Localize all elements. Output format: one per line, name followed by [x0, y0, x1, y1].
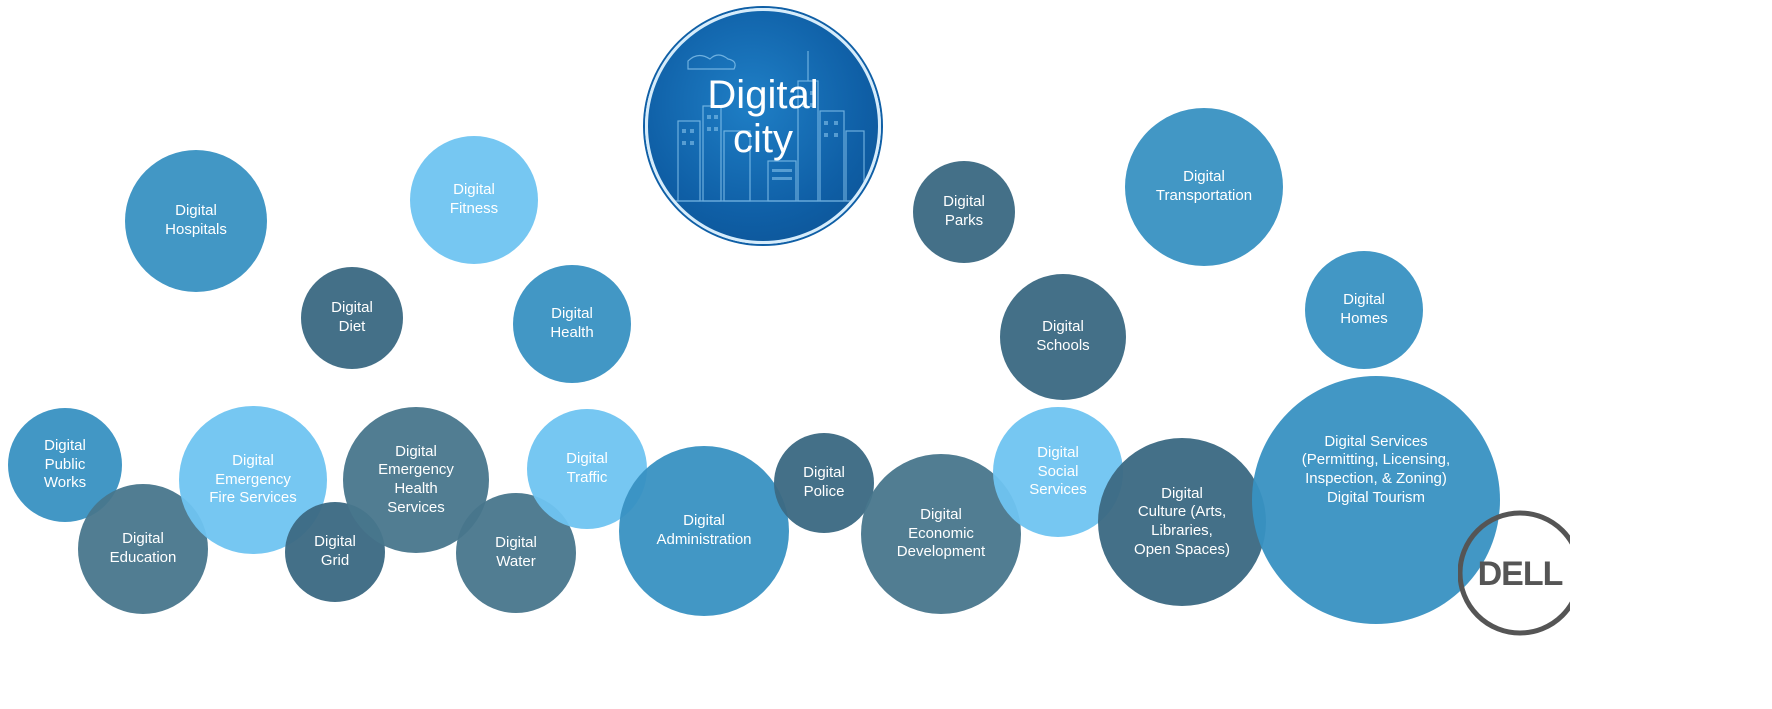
bubble-label: Digital Emergency Health Services — [378, 442, 454, 516]
bubble-label: Digital Economic Development — [896, 505, 986, 561]
bubble-label: Digital Diet — [331, 299, 373, 335]
bubble-label: Digital Services (Permitting, Licensing,… — [1301, 432, 1451, 506]
bubble-label: Digital Emergency Fire Services — [209, 451, 297, 507]
dell-logo-icon: DELL — [1458, 510, 1570, 636]
bubble-digital-hospitals: Digital Hospitals — [125, 150, 267, 292]
city-skyline-icon — [668, 51, 865, 202]
bubble-label: Digital Parks — [943, 193, 985, 229]
bubble-digital-schools: Digital Schools — [1000, 274, 1126, 400]
bubble-digital-administration: Digital Administration — [619, 446, 789, 616]
bubble-label: Digital Education — [109, 530, 177, 566]
bubble-digital-traffic: Digital Traffic — [527, 409, 647, 529]
bubble-digital-health: Digital Health — [513, 265, 631, 383]
bubble-digital-parks: Digital Parks — [913, 161, 1015, 263]
bubble-label: Digital Hospitals — [165, 202, 227, 238]
bubble-label: Digital Health — [550, 305, 594, 341]
bubble-label: Digital Water — [495, 534, 537, 570]
digital-city-hub: Digital city — [645, 8, 881, 244]
bubble-digital-homes: Digital Homes — [1305, 251, 1423, 369]
bubble-label: Digital Traffic — [566, 450, 608, 486]
bubble-digital-police: Digital Police — [774, 433, 874, 533]
bubble-label: Digital Fitness — [449, 181, 499, 217]
bubble-label: Digital Homes — [1340, 291, 1388, 327]
bubble-label: Digital Grid — [314, 533, 356, 569]
bubble-digital-culture: Digital Culture (Arts, Libraries, Open S… — [1098, 438, 1266, 606]
hub-title: Digital city — [707, 73, 819, 161]
bubble-label: Digital Administration — [656, 512, 752, 548]
bubble-digital-diet: Digital Diet — [301, 267, 403, 369]
svg-text:DELL: DELL — [1478, 555, 1563, 593]
bubble-digital-transportation: Digital Transportation — [1125, 108, 1283, 266]
bubble-label: Digital Social Services — [1029, 443, 1087, 499]
bubble-label: Digital Culture (Arts, Libraries, Open S… — [1134, 484, 1230, 558]
bubble-label: Digital Public Works — [43, 436, 87, 492]
bubble-digital-fitness: Digital Fitness — [410, 136, 538, 264]
bubble-label: Digital Transportation — [1155, 168, 1253, 204]
bubble-label: Digital Schools — [1036, 318, 1090, 354]
bubble-label: Digital Police — [803, 464, 845, 500]
